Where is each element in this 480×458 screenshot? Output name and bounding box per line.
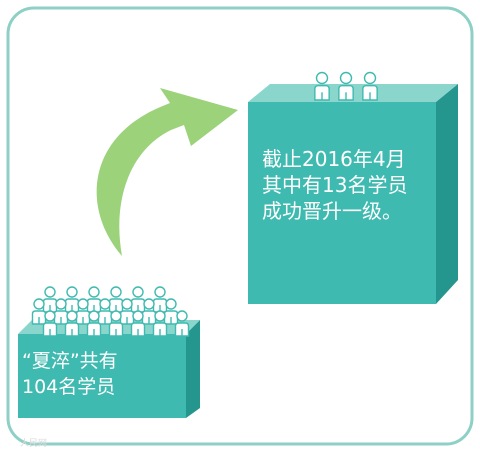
person-icon: [42, 286, 58, 313]
small-box-front: [18, 334, 186, 418]
large-box-line-3: 成功晋升一级。: [262, 199, 402, 223]
person-icon: [130, 310, 146, 337]
large-box-line-2: 其中有13名学员: [262, 173, 408, 197]
large-box-side: [436, 84, 458, 304]
large-box-line-1: 截止2016年4月: [262, 147, 406, 171]
large-box-front: [248, 102, 436, 304]
small-box-caption: “夏淬”共有 104名学员: [22, 348, 118, 400]
large-box: [248, 84, 458, 304]
person-icon: [42, 310, 58, 337]
person-icon: [64, 310, 80, 337]
person-icon: [130, 286, 146, 313]
small-box-line-2: 104名学员: [22, 376, 116, 398]
person-icon: [31, 298, 47, 325]
person-icon: [152, 310, 168, 337]
person-icon: [108, 286, 124, 313]
watermark: 人民网: [20, 439, 48, 449]
small-box-side: [186, 320, 200, 418]
person-icon: [338, 71, 354, 101]
large-box-caption: 截止2016年4月 其中有13名学员 成功晋升一级。: [262, 146, 407, 224]
large-box-people: [314, 71, 378, 101]
person-icon: [75, 298, 91, 325]
person-icon: [86, 286, 102, 313]
curved-arrow-icon: [96, 88, 238, 256]
person-icon: [53, 298, 69, 325]
person-icon: [163, 298, 179, 325]
person-icon: [119, 298, 135, 325]
person-icon: [174, 310, 190, 337]
person-icon: [314, 71, 330, 101]
person-icon: [86, 310, 102, 337]
person-icon: [108, 310, 124, 337]
small-box-people: [31, 286, 190, 337]
person-icon: [141, 298, 157, 325]
person-icon: [64, 286, 80, 313]
small-box-line-1: “夏淬”共有: [22, 350, 118, 372]
person-icon: [362, 71, 378, 101]
person-icon: [97, 298, 113, 325]
person-icon: [152, 286, 168, 313]
